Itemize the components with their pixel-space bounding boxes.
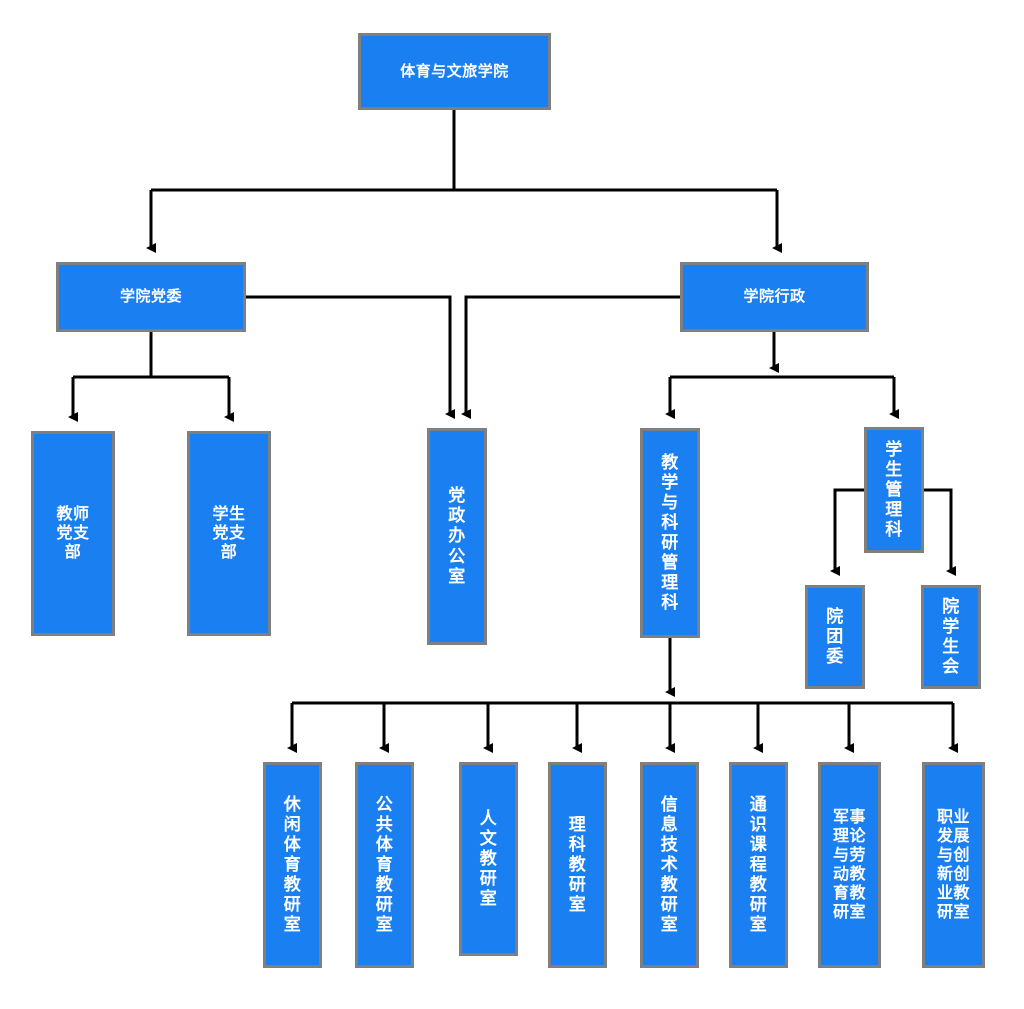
org-node-teacher[interactable]: 教师 党支 部: [31, 431, 115, 636]
edge-admin-to-office: [461, 295, 680, 419]
org-node-label-general: 通 识 课 程 教 研 室: [749, 794, 768, 936]
org-node-label-youth: 院 团 委: [826, 606, 844, 668]
org-node-general[interactable]: 通 识 课 程 教 研 室: [729, 762, 788, 968]
org-node-label-stuunion: 院 学 生 会: [942, 596, 960, 678]
org-node-label-office: 党 政 办 公 室: [448, 486, 466, 587]
org-node-label-infotech: 信 息 技 术 教 研 室: [660, 794, 679, 936]
org-node-career[interactable]: 职业 发展 与创 新创 业教 研室: [922, 762, 985, 968]
org-node-student[interactable]: 学生 党支 部: [187, 431, 271, 636]
org-node-label-academic: 教 学 与 科 研 管 理 科: [661, 452, 679, 614]
org-node-youth[interactable]: 院 团 委: [805, 585, 865, 689]
org-node-label-publicpe: 公 共 体 育 教 研 室: [375, 794, 394, 936]
org-node-label-admin: 学院行政: [743, 287, 806, 306]
org-node-label-root: 体育与文旅学院: [400, 61, 509, 80]
org-node-humanities[interactable]: 人 文 教 研 室: [459, 762, 518, 956]
org-node-admin[interactable]: 学院行政: [680, 262, 869, 332]
org-node-science[interactable]: 理 科 教 研 室: [548, 762, 607, 968]
org-node-party[interactable]: 学院党委: [56, 262, 246, 332]
org-node-label-stuaffairs: 学 生 管 理 科: [885, 439, 903, 541]
org-node-stuaffairs[interactable]: 学 生 管 理 科: [864, 427, 924, 553]
org-node-military[interactable]: 军事 理论 与劳 动教 育教 研室: [818, 762, 881, 968]
edge-party-to-office: [246, 295, 455, 419]
org-node-publicpe[interactable]: 公 共 体 育 教 研 室: [355, 762, 414, 968]
org-node-root[interactable]: 体育与文旅学院: [358, 33, 551, 110]
org-node-label-humanities: 人 文 教 研 室: [479, 808, 498, 910]
edge-stuaffairs-to-youth: [830, 488, 864, 576]
org-node-label-party: 学院党委: [119, 287, 182, 306]
org-node-office[interactable]: 党 政 办 公 室: [427, 428, 487, 645]
edge-stuaffairs-to-stuunion: [924, 488, 956, 576]
org-node-infotech[interactable]: 信 息 技 术 教 研 室: [640, 762, 699, 968]
org-node-stuunion[interactable]: 院 学 生 会: [921, 585, 981, 689]
org-node-label-teacher: 教师 党支 部: [56, 504, 90, 561]
org-node-academic[interactable]: 教 学 与 科 研 管 理 科: [640, 428, 700, 638]
org-node-label-military: 军事 理论 与劳 动教 育教 研室: [832, 807, 866, 921]
org-node-leisure[interactable]: 休 闲 体 育 教 研 室: [263, 762, 322, 968]
org-node-label-science: 理 科 教 研 室: [568, 814, 587, 916]
org-node-label-leisure: 休 闲 体 育 教 研 室: [283, 794, 302, 936]
org-node-label-career: 职业 发展 与创 新创 业教 研室: [936, 807, 970, 921]
org-node-label-student: 学生 党支 部: [212, 504, 246, 561]
